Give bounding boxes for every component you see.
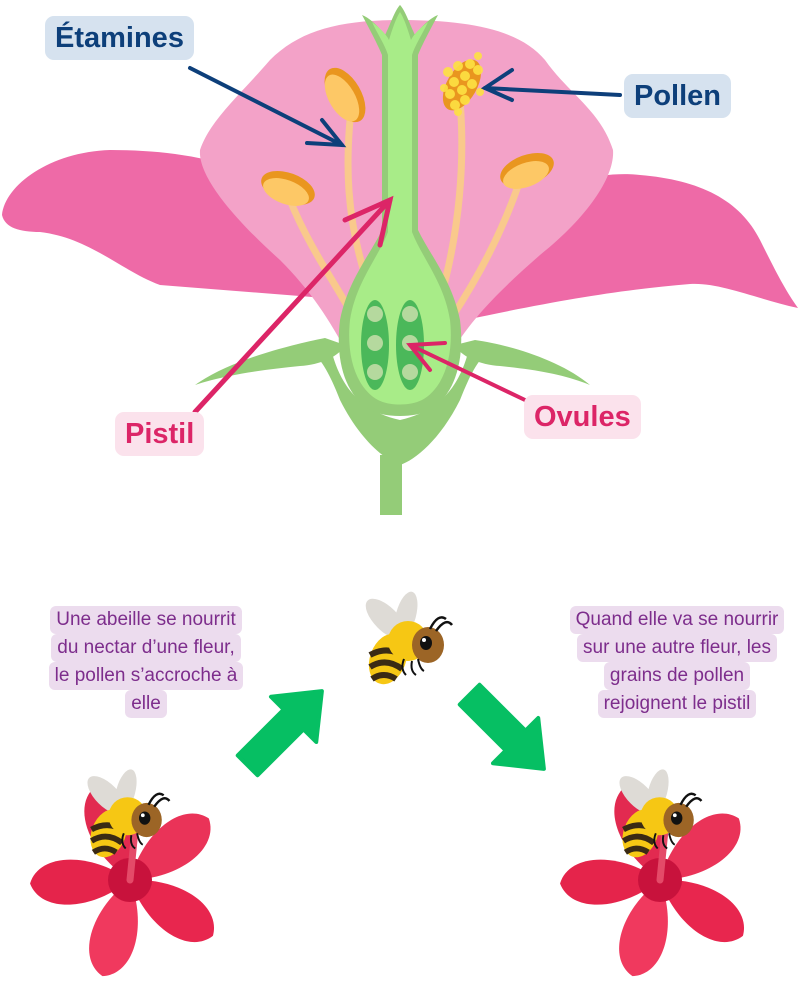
bee-icon [359,589,452,689]
label-ovules: Ovules [524,395,641,439]
caption-line: du nectar d’une fleur, [51,634,241,662]
caption-line: le pollen s’accroche à [48,662,244,690]
filament [436,99,466,301]
label-pistil: Pistil [115,412,205,456]
caption-left: Une abeille se nourrit du nectar d’une f… [30,606,262,718]
caption-line: grains de pollen [603,662,751,690]
pollen-arrow [480,68,622,102]
filament [447,178,524,322]
anther-with-pollen [440,52,484,116]
arrow-up-right-icon [235,689,324,778]
stem [380,455,402,515]
ovules-arrow [406,341,527,402]
label-etamines: Étamines [45,16,194,60]
anther [500,152,554,189]
anther [324,67,366,123]
caption-line: sur une autre fleur, les [577,634,777,662]
label-pollen: Pollen [624,74,732,118]
caption-right: Quand elle va se nourrir sur une autre f… [554,606,800,718]
anther [261,170,315,206]
arrow-down-right-icon [457,682,546,771]
caption-line: Quand elle va se nourrir [569,606,785,634]
caption-line: Une abeille se nourrit [50,606,242,634]
caption-line: rejoignent le pistil [597,690,757,718]
caption-line: elle [125,690,167,718]
receptacle [300,345,500,465]
etamines-arrow [188,66,347,148]
pistil-arrow [192,195,394,415]
